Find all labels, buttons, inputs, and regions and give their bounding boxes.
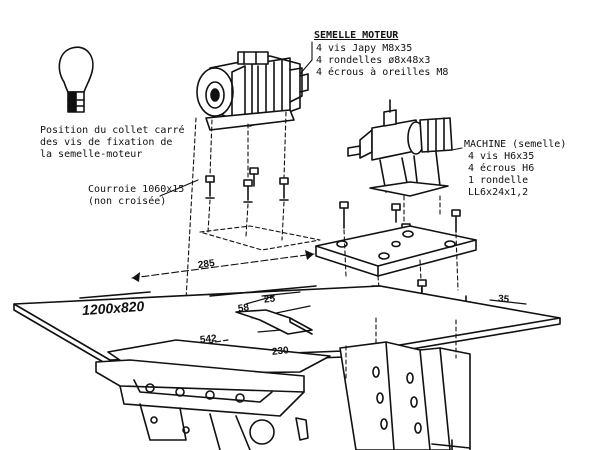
collet-line-2: des vis de fixation de bbox=[40, 137, 173, 148]
label-leaders bbox=[159, 41, 463, 197]
courroie-line-1: Courroie 1060x15 bbox=[88, 184, 185, 195]
machine-guide-lines bbox=[343, 195, 459, 301]
collet-line-3: la semelle-moteur bbox=[40, 149, 143, 160]
dim-58-label: 58 bbox=[237, 302, 250, 315]
courroie-line-2: (non croisée) bbox=[88, 196, 167, 207]
semelle-moteur-line-3: 4 écrous à oreilles M8 bbox=[316, 67, 449, 78]
machine-line-3: 1 rondelle bbox=[468, 175, 529, 186]
dim-35-label: 35 bbox=[497, 293, 510, 306]
dim-285-label: 285 bbox=[197, 257, 216, 272]
dim-25-label: 25 bbox=[263, 293, 276, 306]
dim-542-label: 542 bbox=[199, 333, 218, 346]
semelle-moteur-title: SEMELLE MOTEUR bbox=[314, 30, 399, 41]
semelle-moteur-line-2: 4 rondelles ø8x48x3 bbox=[316, 55, 431, 66]
machine-line-2: 4 écrous H6 bbox=[468, 163, 535, 174]
stand-guide-lines bbox=[345, 317, 457, 381]
machine-head-illustration bbox=[347, 99, 453, 197]
semelle-moteur-line-1: 4 vis Japy M8x35 bbox=[316, 43, 413, 54]
dim-230-label: 230 bbox=[271, 345, 290, 358]
motor-screws bbox=[205, 167, 289, 203]
machine-title: MACHINE (semelle) bbox=[464, 139, 567, 150]
machine-line-1: 4 vis H6x35 bbox=[468, 151, 535, 162]
stand-leg bbox=[295, 341, 471, 450]
dim-285-line bbox=[131, 253, 315, 279]
collet-bulb-icon bbox=[58, 46, 94, 113]
slide-assembly bbox=[95, 309, 331, 450]
motor-illustration bbox=[196, 51, 309, 131]
collet-line-1: Position du collet carré bbox=[40, 125, 185, 136]
machine-plate bbox=[315, 201, 477, 277]
machine-line-4: LL6x24x1,2 bbox=[468, 187, 529, 198]
